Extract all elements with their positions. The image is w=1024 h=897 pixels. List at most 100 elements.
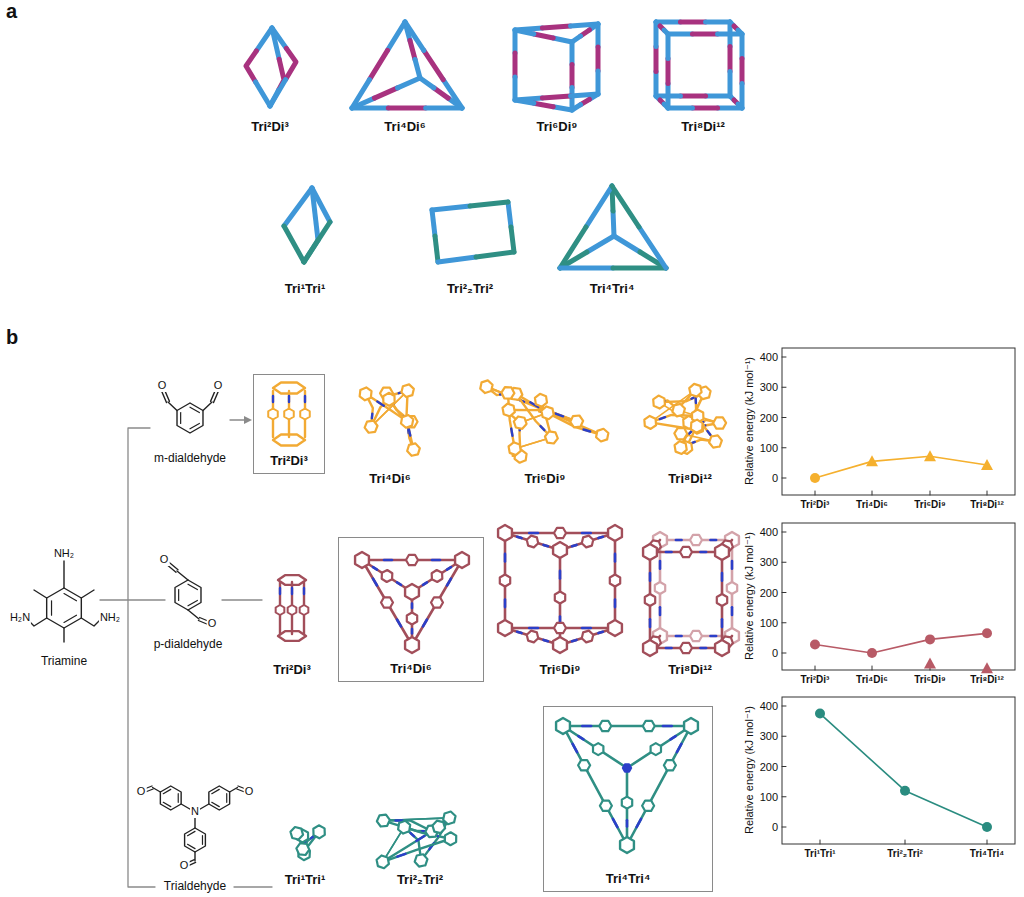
cage-model xyxy=(593,743,603,755)
cage-model xyxy=(643,721,655,731)
cage-model xyxy=(382,570,393,582)
cage-model xyxy=(689,384,701,397)
cage-model xyxy=(674,428,687,440)
cage-edge xyxy=(668,32,692,37)
cage-edge xyxy=(369,50,387,79)
tick-mark xyxy=(987,491,988,495)
data-point xyxy=(925,634,935,644)
cage-model xyxy=(644,416,656,429)
imine-bond xyxy=(529,532,538,535)
imine-bond xyxy=(637,819,641,827)
chart-frame xyxy=(782,348,1015,495)
imine-bond xyxy=(626,820,629,826)
imine-bond xyxy=(666,647,672,650)
benzene-ring xyxy=(178,794,179,803)
cage-model xyxy=(313,825,324,838)
data-line xyxy=(815,456,987,478)
tick-mark xyxy=(782,622,786,623)
highlight-frame: Tri²Di³ xyxy=(253,374,325,474)
benzene-ring xyxy=(47,588,82,628)
cage-edge xyxy=(718,32,742,37)
atom-label: O xyxy=(207,617,218,630)
cage-edge xyxy=(432,210,435,236)
cage-model xyxy=(715,640,729,656)
tick-label: 100 xyxy=(760,616,778,629)
imine-bond xyxy=(572,640,576,641)
atom-label: NH₂ xyxy=(53,547,75,560)
cage-edge xyxy=(513,30,518,53)
cage-edge xyxy=(470,202,508,206)
cage-label: Tri²Di³ xyxy=(273,663,311,678)
cage-edge xyxy=(542,26,570,28)
tick-mark xyxy=(782,706,786,707)
axis-title: Relative energy (kJ mol⁻¹) xyxy=(743,357,756,485)
axis-category: Tri¹Tri¹ xyxy=(804,848,835,860)
imine-bond xyxy=(303,588,305,594)
cage-model xyxy=(284,409,294,420)
imine-bond xyxy=(721,573,724,581)
cage-model xyxy=(680,643,692,653)
benzene-ring xyxy=(160,786,181,810)
cage-model xyxy=(717,594,727,606)
imine-bond xyxy=(649,619,652,627)
imine-bond xyxy=(659,607,662,615)
topology-sketches xyxy=(246,22,742,268)
cage-edge xyxy=(613,266,666,271)
cage-edge xyxy=(286,48,296,79)
cage-model xyxy=(365,421,378,433)
imine-bond xyxy=(304,396,306,402)
imine-bond xyxy=(272,396,274,402)
cage-edge xyxy=(432,206,470,210)
imine-bond xyxy=(700,551,706,554)
imine-bond xyxy=(676,635,682,638)
cage-label: Tri²₂Tri² xyxy=(447,282,493,297)
cage-model xyxy=(288,605,297,615)
cage-model xyxy=(713,417,726,428)
cage-edge xyxy=(388,106,425,111)
tick-mark xyxy=(782,592,786,593)
cage-model xyxy=(556,718,570,734)
cage-model xyxy=(407,613,417,625)
axis-category: Tri⁸Di¹² xyxy=(970,499,1004,511)
data-point xyxy=(810,473,820,483)
cage-model xyxy=(620,837,634,853)
benzene-ring xyxy=(177,403,203,433)
cage-model xyxy=(675,441,687,454)
data-point xyxy=(924,658,936,669)
benzene-ring xyxy=(163,802,170,806)
data-point xyxy=(982,628,992,638)
tick-label: 0 xyxy=(772,647,778,660)
cage-edge xyxy=(596,71,601,94)
cage-edge xyxy=(476,252,514,257)
imine-bond xyxy=(584,430,591,432)
cage-model xyxy=(377,815,390,827)
cage-model xyxy=(582,631,593,643)
cage-model xyxy=(691,420,703,433)
imine-bond xyxy=(671,736,676,739)
atom-label: N xyxy=(190,805,200,818)
axis-category: Tri²Di³ xyxy=(801,499,830,511)
tick-mark xyxy=(782,827,786,828)
cage-edge xyxy=(352,106,388,111)
tick-label: 200 xyxy=(760,586,778,599)
cage-edge xyxy=(666,34,671,58)
cage-label: Tri⁶Di⁹ xyxy=(536,120,577,135)
molecule-name: m-dialdehyde xyxy=(154,452,226,466)
cage-model xyxy=(563,726,627,845)
cage-model xyxy=(514,416,527,428)
axis-category: Tri⁴Di⁶ xyxy=(856,674,888,686)
axis-category: Tri²₂Tri² xyxy=(887,848,923,860)
imine-bond xyxy=(614,554,617,562)
bracket-line xyxy=(100,599,165,600)
axis-title: Relative energy (kJ mol⁻¹) xyxy=(743,532,756,660)
data-point xyxy=(982,822,992,832)
cage-edge xyxy=(666,58,671,83)
imine-bond xyxy=(731,561,734,569)
cage-edge xyxy=(534,103,553,106)
cage-edge xyxy=(654,72,659,96)
cage-model xyxy=(498,620,512,636)
cage-edge xyxy=(312,188,330,222)
cage-model xyxy=(560,533,615,550)
cage-model xyxy=(535,394,547,407)
cage-edge xyxy=(398,78,420,88)
